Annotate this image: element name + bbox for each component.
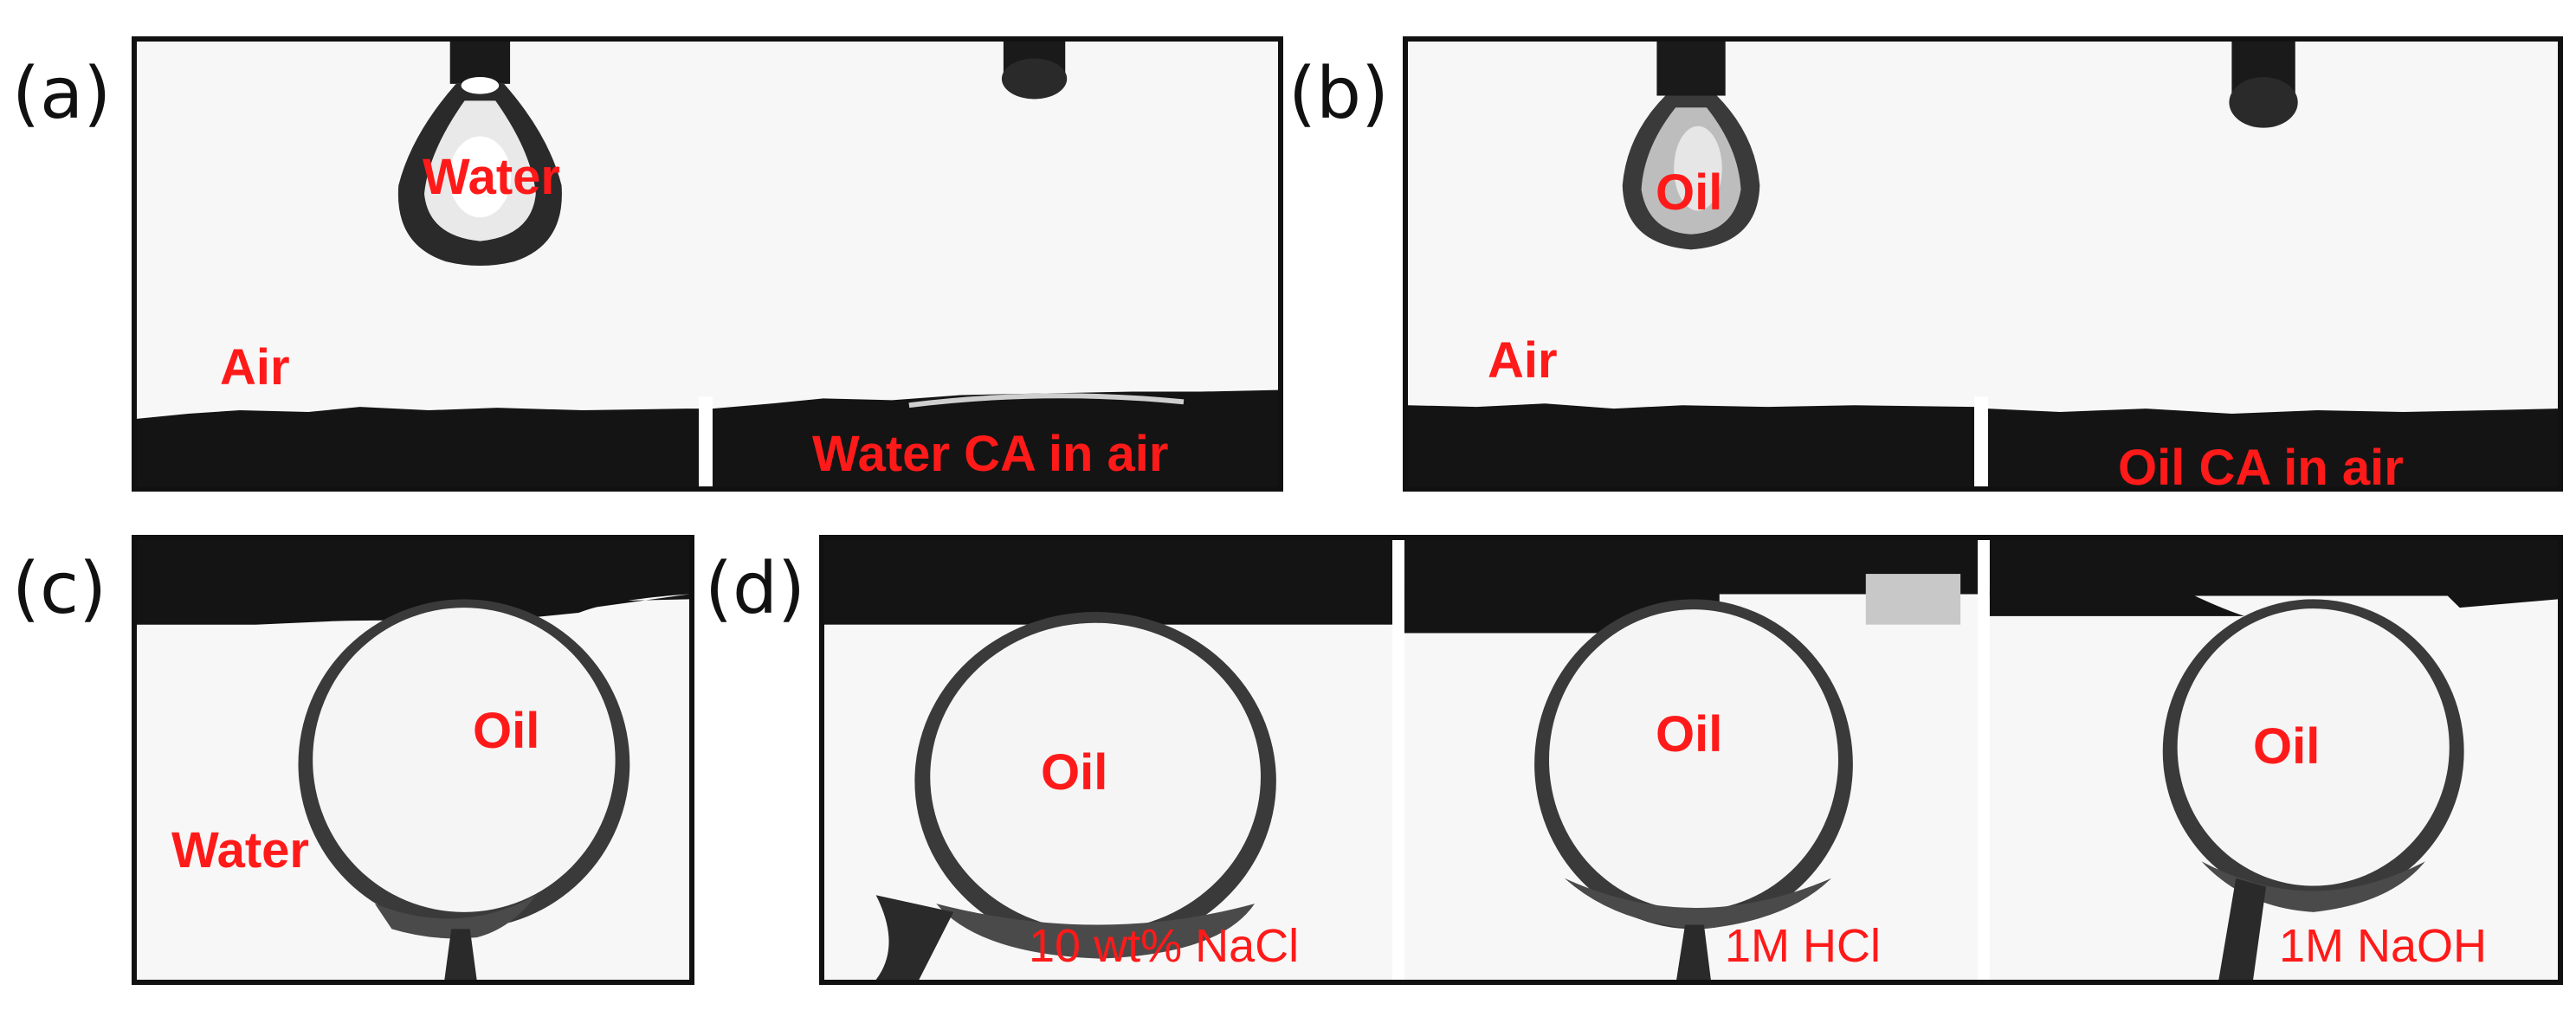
droplet-label-water: Water: [423, 149, 560, 205]
panel-label-b: (b): [1288, 53, 1390, 135]
panel-label-d: (d): [705, 548, 806, 630]
panel-d-image: Oil 10 wt% NaCl Oil 1M HCl Oil 1M NaOH: [819, 535, 2563, 985]
panel-label-a: (a): [12, 53, 112, 135]
medium-label-air: Air: [1488, 332, 1558, 389]
caption-nacl: 10 wt% NaCl: [1029, 920, 1300, 972]
droplet-label-oil: Oil: [473, 703, 540, 759]
panel-label-c: (c): [12, 548, 107, 630]
panel-b-image: Oil Air Oil CA in air: [1403, 36, 2563, 492]
panel-c-image: Oil Water: [132, 535, 694, 985]
caption-naoh: 1M NaOH: [2279, 920, 2488, 972]
caption-oil-ca: Oil CA in air: [2118, 440, 2404, 492]
droplet-label-oil-1: Oil: [1041, 744, 1108, 801]
panel-a-image: Water Air Water CA in air: [132, 36, 1283, 492]
caption-hcl: 1M HCl: [1725, 920, 1882, 972]
medium-label-air: Air: [220, 339, 290, 396]
caption-water-ca: Water CA in air: [812, 426, 1169, 482]
droplet-label-oil-2: Oil: [1656, 706, 1723, 762]
droplet-label-oil: Oil: [1656, 164, 1723, 221]
medium-label-water: Water: [171, 822, 309, 878]
droplet-label-oil-3: Oil: [2253, 718, 2321, 775]
